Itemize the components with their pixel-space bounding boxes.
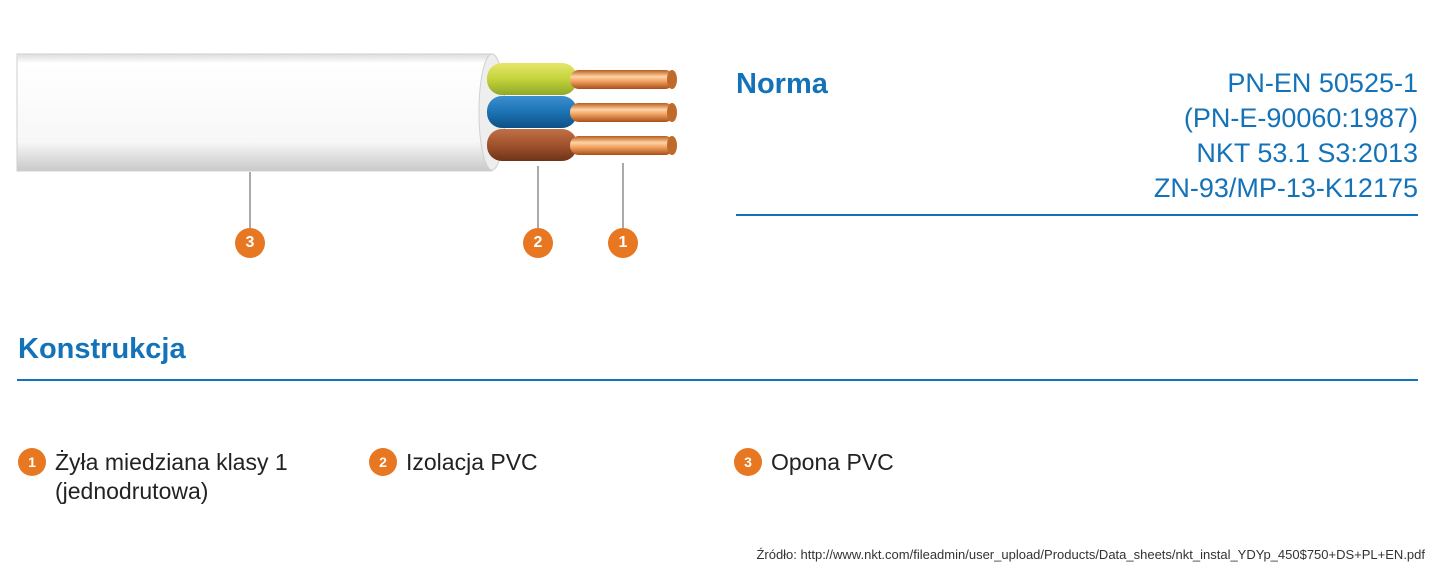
callout-insulation: 2 xyxy=(523,228,553,258)
core-blue xyxy=(487,96,577,128)
legend-text: Opona PVC xyxy=(771,448,894,477)
norma-value: PN-EN 50525-1 xyxy=(1227,68,1418,98)
legend-badge: 1 xyxy=(18,448,46,476)
legend-badge: 3 xyxy=(734,448,762,476)
callout-conductor: 1 xyxy=(608,228,638,258)
legend-item-sheath: 3 Opona PVC xyxy=(734,448,894,477)
legend-text: Żyła miedziana klasy 1 (jednodrutowa) xyxy=(55,448,288,506)
copper-conductors xyxy=(570,70,677,155)
source-note: Źródło: http://www.nkt.com/fileadmin/use… xyxy=(756,547,1425,562)
legend-item-insulation: 2 Izolacja PVC xyxy=(369,448,538,477)
core-brown xyxy=(487,129,577,161)
konstrukcja-title: Konstrukcja xyxy=(18,333,186,365)
legend-line: Opona PVC xyxy=(771,449,894,475)
norma-label: Norma xyxy=(736,68,828,100)
legend-line: Żyła miedziana klasy 1 xyxy=(55,449,288,475)
legend-badge: 2 xyxy=(369,448,397,476)
legend-line: Izolacja PVC xyxy=(406,449,538,475)
cable-illustration xyxy=(16,53,677,229)
norma-value: ZN-93/MP-13-K12175 xyxy=(1153,173,1418,203)
konstrukcja-divider xyxy=(17,379,1418,381)
legend-item-conductor: 1 Żyła miedziana klasy 1 (jednodrutowa) xyxy=(18,448,288,506)
core-yellow-green xyxy=(487,63,577,95)
norma-divider xyxy=(736,214,1418,216)
norma-value: NKT 53.1 S3:2013 xyxy=(1196,138,1418,168)
legend-line: (jednodrutowa) xyxy=(55,478,209,504)
callout-sheath: 3 xyxy=(235,228,265,258)
norma-values: PN-EN 50525-1 (PN-E-90060:1987) NKT 53.1… xyxy=(1154,66,1418,206)
norma-value: (PN-E-90060:1987) xyxy=(1183,103,1418,133)
cable-sheath xyxy=(16,53,506,172)
legend-text: Izolacja PVC xyxy=(406,448,538,477)
